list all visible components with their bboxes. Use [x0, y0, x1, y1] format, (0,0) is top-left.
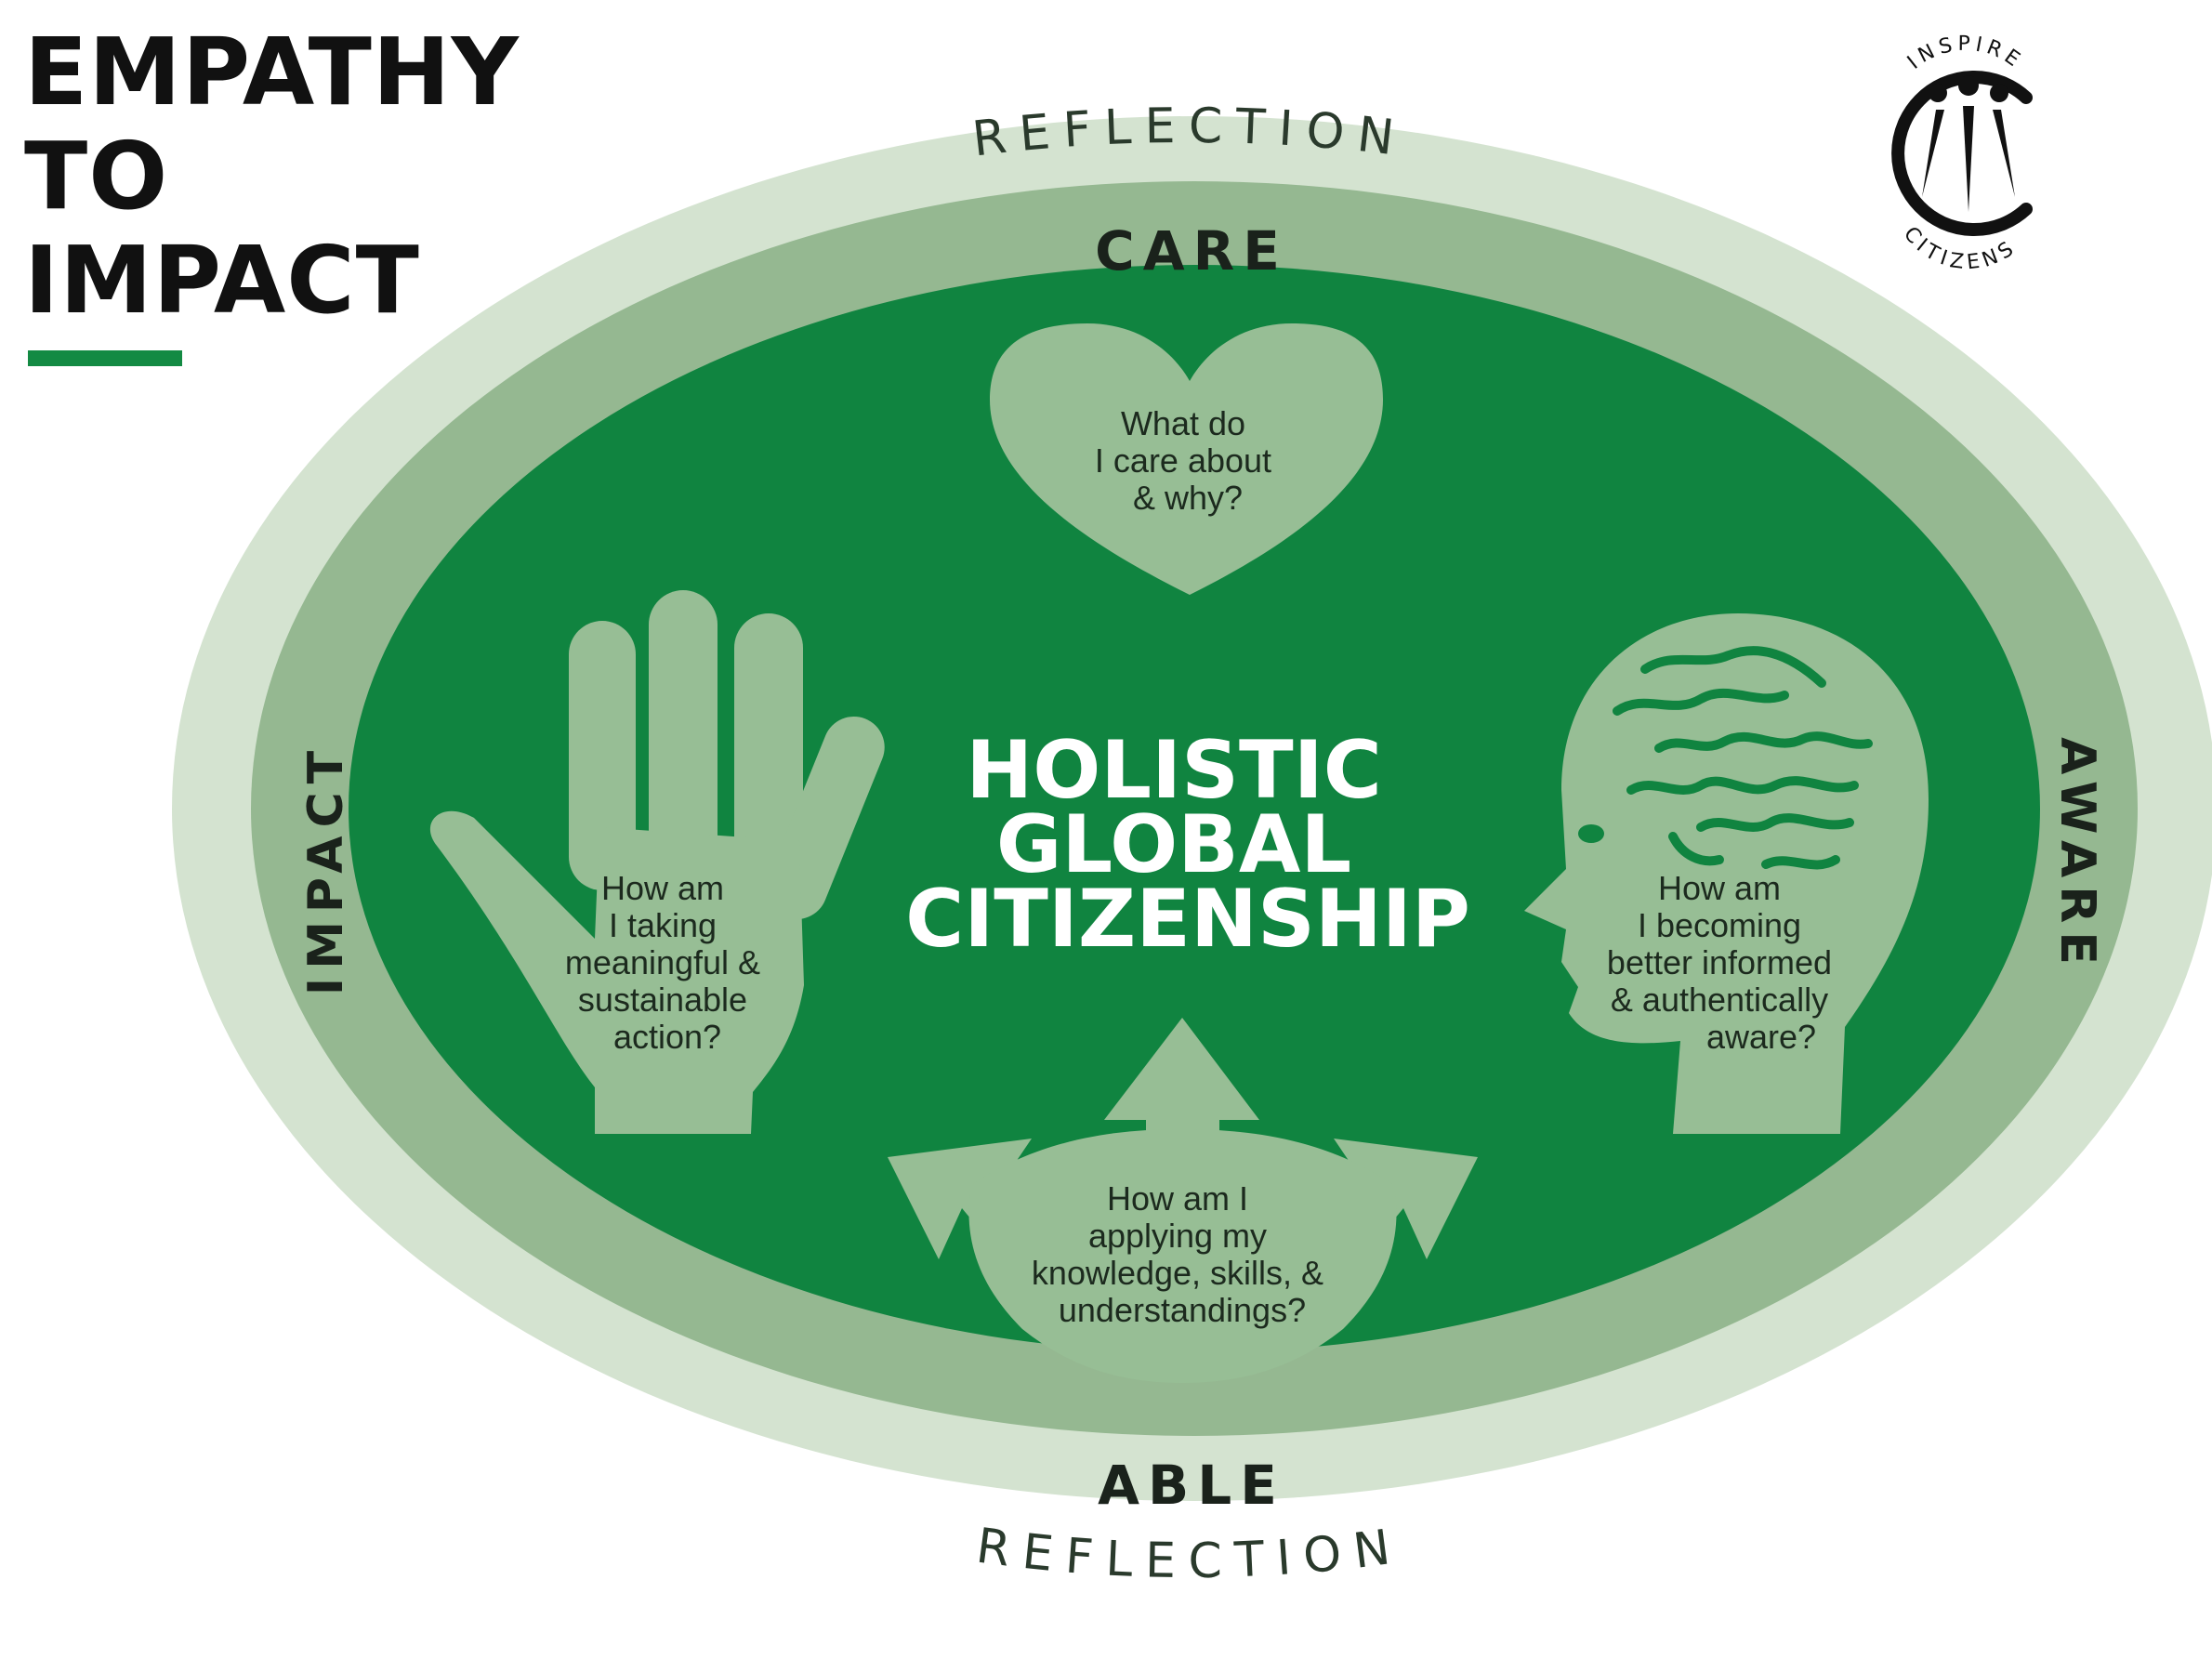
aware-question-line: aware? [1706, 1018, 1816, 1056]
title-underline [28, 350, 182, 366]
inner-ellipse [349, 265, 2040, 1352]
impact-question-line: I taking [609, 906, 717, 944]
impact-question-line: sustainable [578, 981, 747, 1019]
heart-icon [990, 323, 1383, 595]
title-line: TO [24, 122, 169, 230]
impact-label: IMPACT [298, 743, 354, 995]
center-title-line: GLOBAL [996, 798, 1351, 891]
impact-question-line: meaningful & [565, 943, 760, 981]
able-question: How am I applying my knowledge, skills, … [1032, 1179, 1333, 1329]
logo-top-text: INSPIRE [1903, 33, 2028, 74]
hand-icon [429, 590, 885, 1134]
care-question-line: What do [1121, 404, 1245, 442]
arrows-icon [888, 1018, 1478, 1383]
care-question: What do I care about & why? [1095, 404, 1281, 517]
aware-label: AWARE [2049, 737, 2105, 973]
able-label: ABLE [1098, 1454, 1285, 1517]
impact-question-line: action? [613, 1018, 721, 1056]
aware-question: How am I becoming better informed & auth… [1607, 869, 1841, 1056]
able-question-line: How am I [1107, 1179, 1248, 1218]
able-question-line: applying my [1088, 1217, 1267, 1255]
aware-question-line: & authentically [1611, 981, 1828, 1019]
aware-question-line: I becoming [1638, 906, 1801, 944]
page-title: EMPATHY TO IMPACT [24, 20, 520, 333]
center-title-line: CITIZENSHIP [905, 873, 1470, 966]
care-label: CARE [1095, 219, 1288, 283]
care-question-line: & why? [1133, 479, 1243, 517]
aware-question-line: How am [1658, 869, 1781, 907]
aware-question-line: better informed [1607, 943, 1832, 981]
reflection-bottom-label: REFLECTION [973, 1519, 1406, 1590]
care-question-line: I care about [1095, 441, 1271, 480]
impact-question-line: How am [601, 869, 724, 907]
able-question-line: understandings? [1059, 1291, 1306, 1329]
title-line: EMPATHY [24, 18, 520, 126]
center-title-line: HOLISTIC [966, 724, 1382, 817]
impact-question: How am I taking meaningful & sustainable… [565, 869, 770, 1056]
center-title: HOLISTIC GLOBAL CITIZENSHIP [905, 724, 1470, 966]
title-line: IMPACT [24, 226, 420, 335]
head-brain-icon [1524, 613, 1929, 1134]
inspire-citizens-logo: INSPIRE CITIZENS [1891, 33, 2033, 274]
able-question-line: knowledge, skills, & [1032, 1254, 1323, 1292]
